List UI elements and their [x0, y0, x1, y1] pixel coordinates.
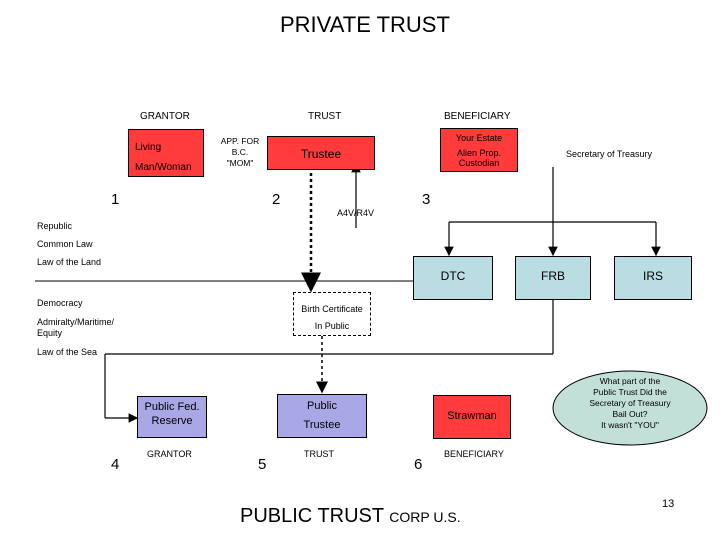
bottom-header-trust: TRUST — [304, 449, 334, 459]
trustee-box: Trustee — [267, 136, 375, 170]
democracy-label: Democracy — [37, 298, 83, 308]
your-estate-label: Your Estate — [455, 133, 503, 143]
bailout-line3: Secretary of Treasury — [589, 398, 671, 408]
strawman-label: Strawman — [447, 410, 497, 422]
man-woman-label: Man/Woman — [135, 162, 192, 173]
frb-box: FRB — [515, 256, 591, 300]
header-beneficiary: BENEFICIARY — [444, 111, 511, 122]
public-fed-label: Public Fed. — [144, 401, 200, 413]
law-of-the-sea-label: Law of the Sea — [37, 347, 98, 357]
reserve-label: Reserve — [151, 415, 193, 427]
your-estate-box: Your Estate Alien Prop. Custodian — [440, 128, 518, 172]
bailout-question-text: What part of the Public Trust Did the Se… — [565, 376, 695, 431]
app-for-bc-label: APP. FOR B.C. "MOM" — [212, 136, 268, 169]
public-fed-reserve-box: Public Fed. Reserve — [137, 396, 207, 438]
alien-prop-label: Alien Prop. — [456, 148, 502, 158]
irs-label: IRS — [642, 269, 663, 283]
number-2: 2 — [272, 191, 281, 208]
app-line3: "MOM" — [226, 158, 254, 168]
bottom-header-beneficiary: BENEFICIARY — [444, 449, 504, 459]
footer-title: PUBLIC TRUST CORP U.S. — [240, 505, 461, 528]
strawman-box: Strawman — [433, 395, 511, 439]
number-6: 6 — [414, 456, 423, 473]
birth-certificate-box: Birth Certificate In Public — [293, 292, 371, 336]
dtc-label: DTC — [440, 269, 466, 283]
bottom-header-grantor: GRANTOR — [147, 449, 192, 459]
bailout-circle-shape — [552, 370, 708, 446]
number-4: 4 — [111, 456, 120, 473]
dtc-box: DTC — [413, 256, 493, 300]
birth-certificate-label: Birth Certificate — [301, 304, 363, 314]
common-law-label: Common Law — [37, 239, 93, 249]
a4v-r4v-label: A4V/R4V — [337, 208, 375, 218]
bailout-line2: Public Trust Did the — [593, 387, 667, 397]
admiralty-label: Admiralty/Maritime/ — [37, 317, 115, 327]
header-trust: TRUST — [308, 111, 342, 122]
in-public-label: In Public — [314, 321, 350, 331]
equity-label: Equity — [37, 328, 63, 338]
bailout-line5: It wasn't "YOU" — [601, 420, 659, 430]
law-of-the-land-label: Law of the Land — [37, 257, 102, 267]
living-man-woman-box: Living Man/Woman — [128, 129, 204, 177]
republic-label: Republic — [37, 221, 73, 231]
number-1: 1 — [111, 191, 120, 208]
irs-box: IRS — [614, 256, 692, 300]
bailout-line4: Bail Out? — [612, 409, 648, 419]
app-line2: B.C. — [231, 147, 249, 157]
footer-small: CORP U.S. — [389, 509, 461, 525]
page-title: PRIVATE TRUST — [280, 12, 450, 37]
trustee-label: Trustee — [300, 147, 342, 161]
bailout-line1: What part of the — [599, 376, 661, 386]
page-number: 13 — [662, 498, 675, 510]
app-line1: APP. FOR — [220, 136, 260, 146]
secretary-of-treasury-label: Secretary of Treasury — [566, 149, 653, 159]
number-5: 5 — [258, 456, 267, 473]
header-grantor: GRANTOR — [140, 111, 190, 122]
public-label: Public — [307, 400, 337, 412]
custodian-label: Custodian — [458, 158, 500, 168]
trustee-lower-label: Trustee — [303, 419, 341, 431]
public-trustee-box: Public Trustee — [277, 394, 367, 438]
number-3: 3 — [422, 191, 431, 208]
frb-label: FRB — [541, 269, 565, 283]
living-label: Living — [135, 142, 162, 153]
footer-main: PUBLIC TRUST — [240, 505, 390, 527]
